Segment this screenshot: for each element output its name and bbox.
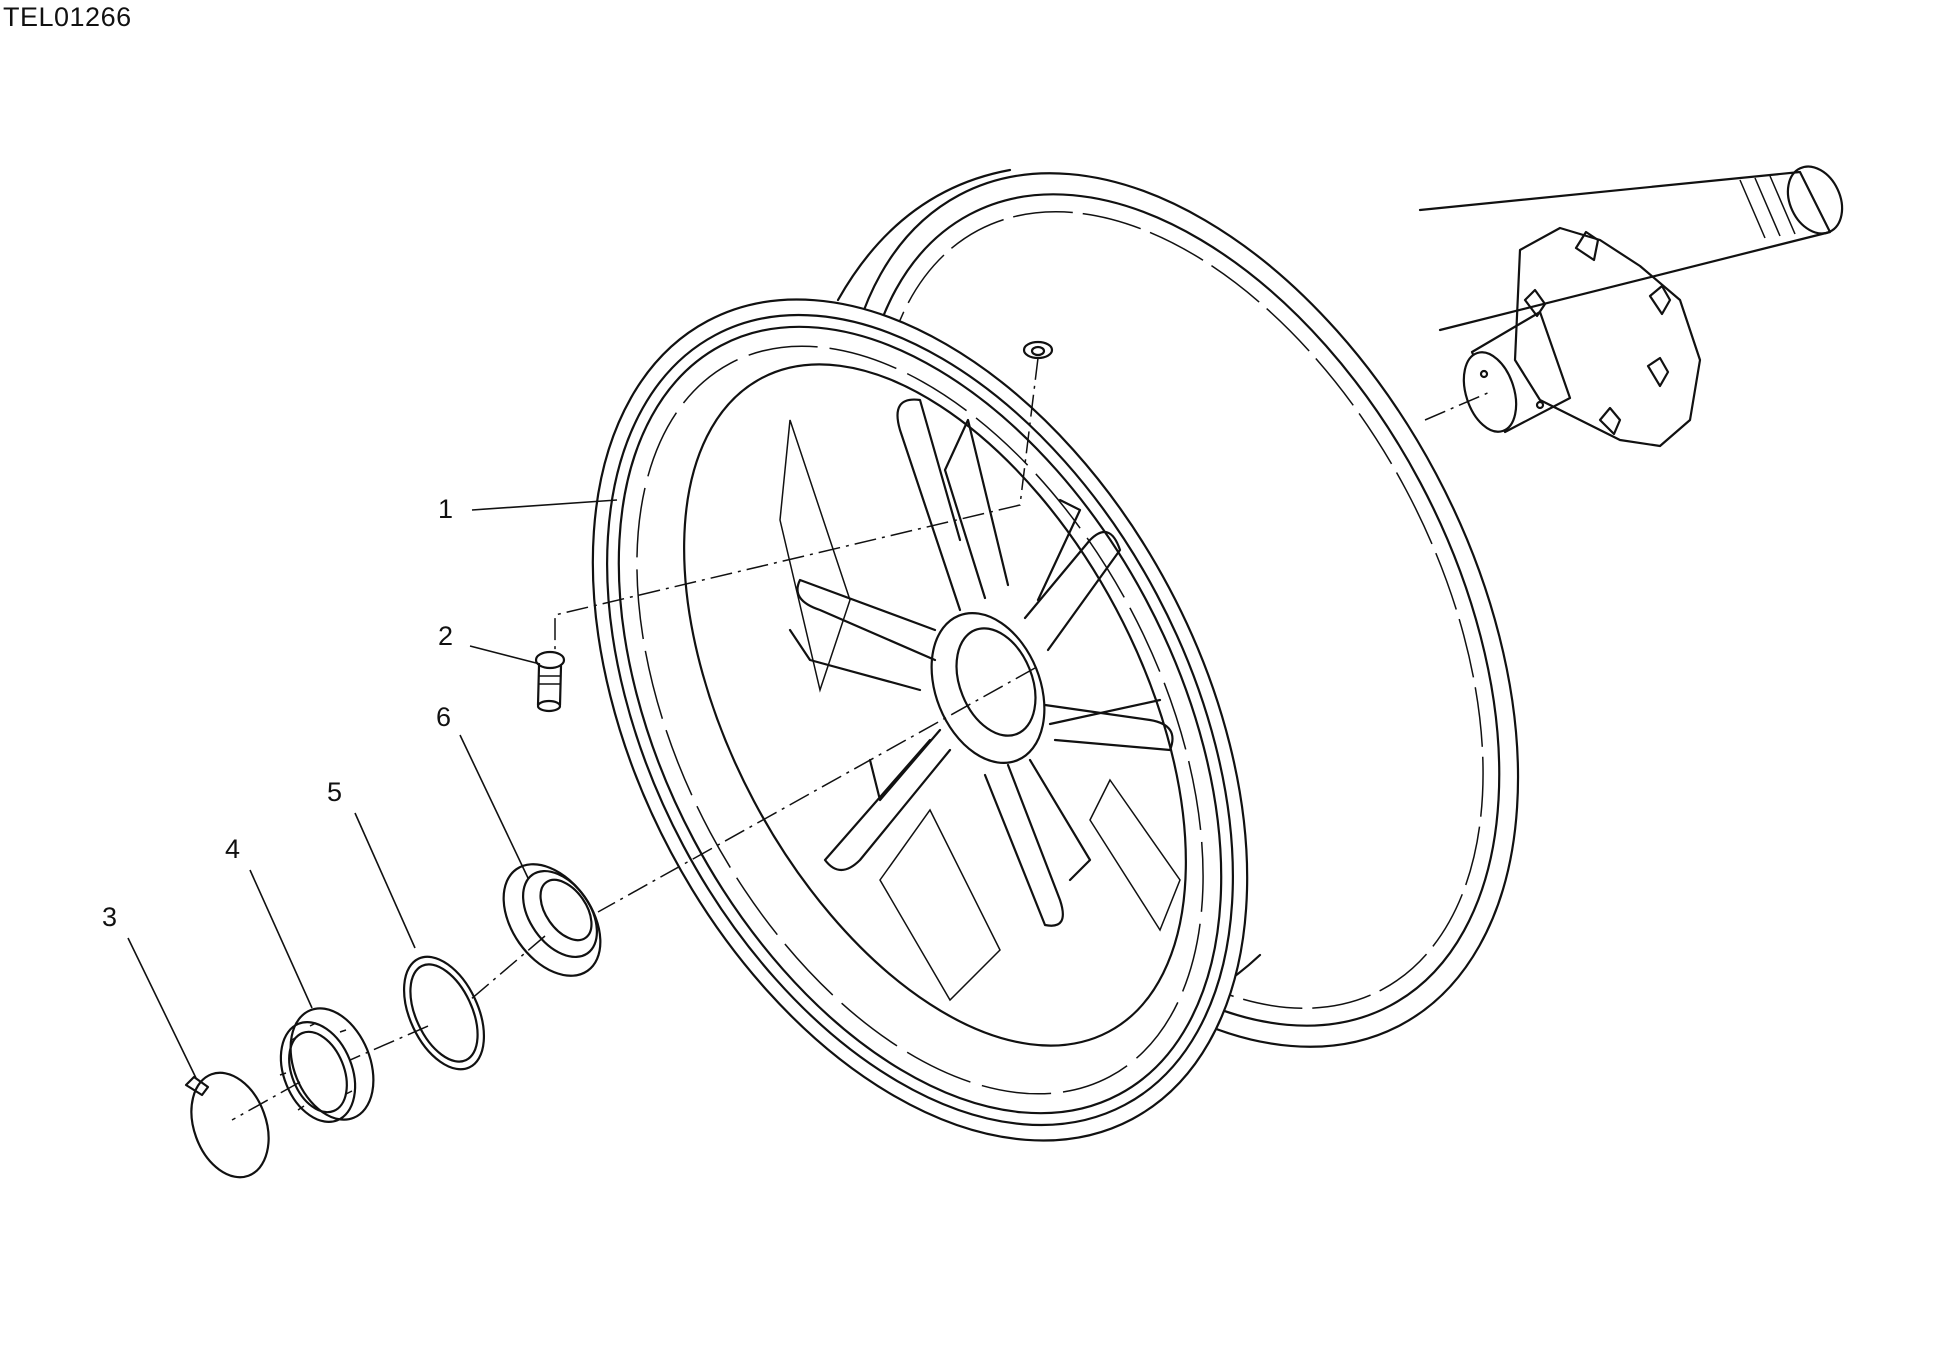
- axle-hub: [1418, 165, 1844, 448]
- valve-stem: [534, 650, 566, 713]
- thrust-washer: [402, 955, 486, 1071]
- callout-3: 3: [102, 902, 117, 932]
- callout-numbers: 1 2 3 4 5 6: [102, 494, 453, 932]
- callout-4: 4: [225, 834, 240, 864]
- callout-2: 2: [438, 621, 453, 651]
- ring-nut: [279, 1007, 375, 1123]
- callout-5: 5: [327, 777, 342, 807]
- callout-6: 6: [436, 702, 451, 732]
- hub-seal: [502, 863, 602, 977]
- callout-1: 1: [438, 494, 453, 524]
- wheel-rim: [591, 168, 1520, 1142]
- diagram-code: TEL01266: [3, 2, 132, 32]
- assembly-lines: [231, 357, 1491, 1121]
- leader-lines: [127, 499, 618, 1079]
- circlip: [184, 1071, 270, 1179]
